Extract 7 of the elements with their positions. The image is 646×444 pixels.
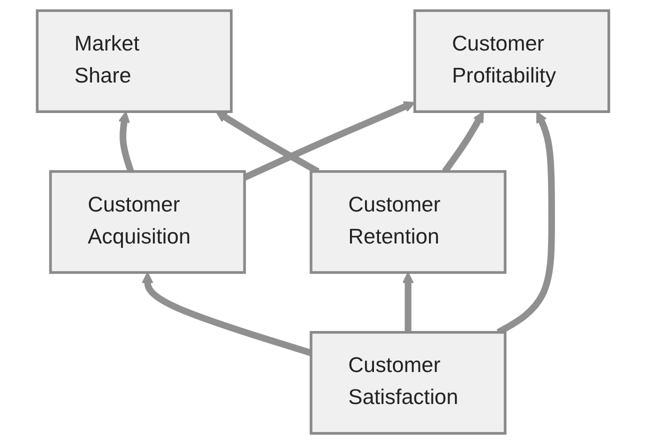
arrow bbox=[243, 101, 416, 181]
arrow bbox=[402, 272, 414, 332]
node-box: Customer Profitability bbox=[413, 9, 610, 113]
node-box: Customer Retention bbox=[310, 170, 506, 274]
node-box: Market Share bbox=[36, 9, 233, 113]
node-box: Customer Satisfaction bbox=[310, 331, 506, 435]
node-box: Customer Acquisition bbox=[49, 170, 246, 274]
